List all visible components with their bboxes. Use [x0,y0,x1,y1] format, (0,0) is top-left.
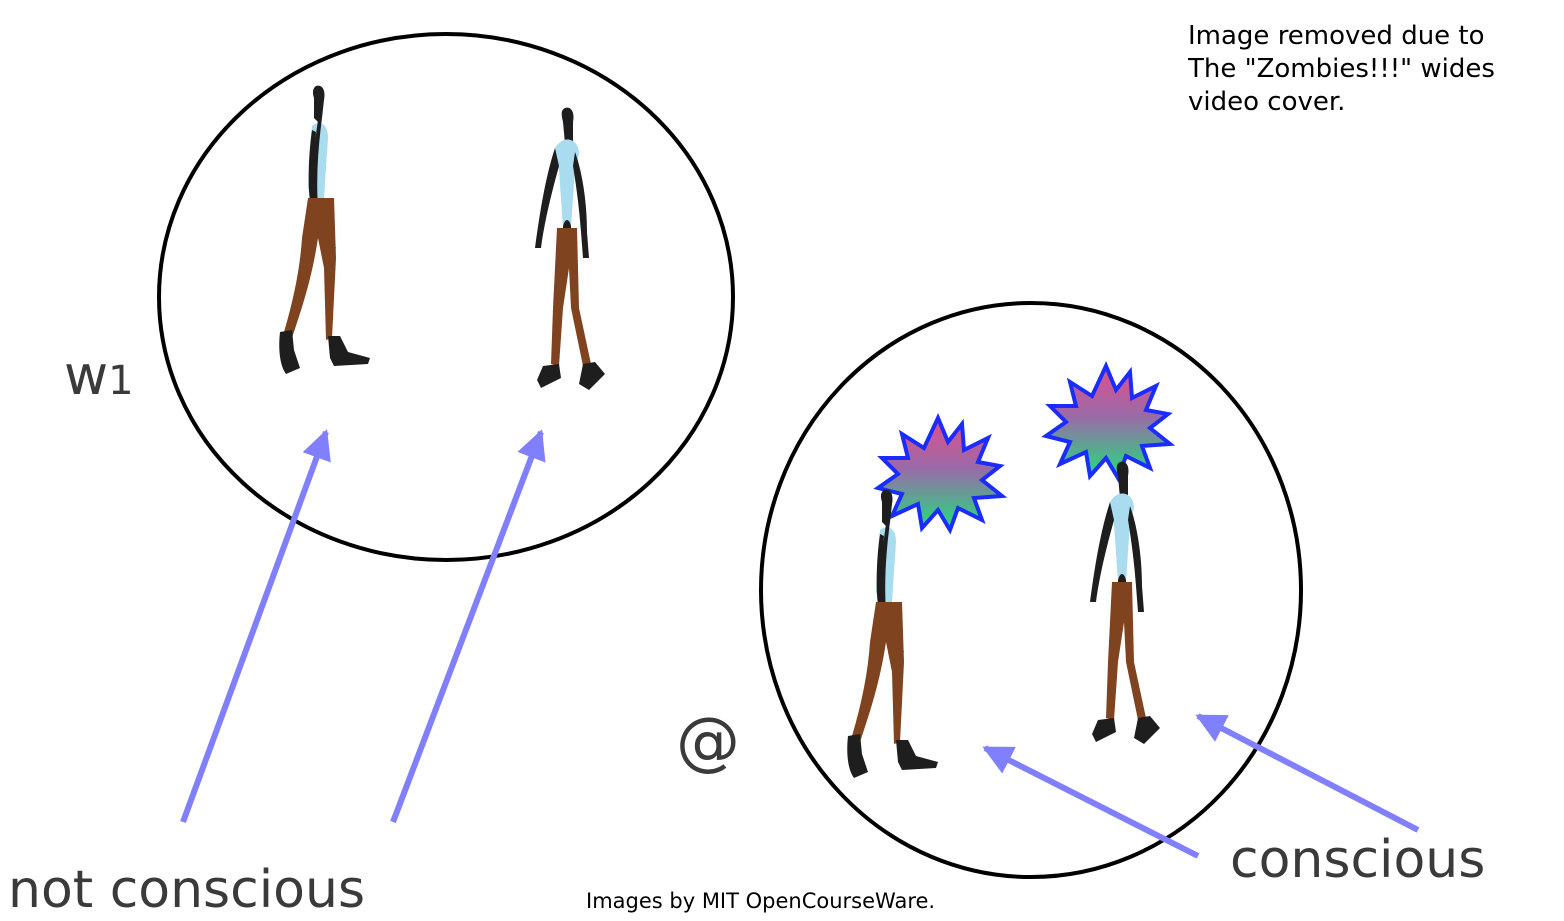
image-removed-notice: Image removed due to The "Zombies!!!" wi… [1188,20,1564,119]
arrow-conscious-right [1198,716,1418,830]
notice-line-1: Image removed due to [1188,21,1485,51]
world-one-label: w1 [64,346,134,411]
world-at-label: @ [676,712,740,772]
arrow-conscious-left [985,748,1198,856]
world-one-subscript: 1 [108,358,133,404]
conscious-figure-icon [1090,462,1160,744]
starburst-icon [878,418,1002,530]
arrow-not-conscious-right [393,432,541,822]
world-one-letter: w [64,344,108,407]
zombie-figure-icon [279,86,370,374]
notice-line-2: The "Zombies!!!" wides [1188,54,1495,84]
zombie-figure-icon [535,108,605,390]
world-at-circle [761,303,1301,877]
conscious-figure-icon [847,490,938,778]
conscious-label: conscious [1230,830,1485,890]
world-one-circle [159,34,733,560]
image-credit: Images by MIT OpenCourseWare. [586,889,935,913]
notice-line-3: video cover. [1188,87,1345,117]
not-conscious-label: not conscious [8,860,365,920]
starburst-icon [1046,366,1170,478]
